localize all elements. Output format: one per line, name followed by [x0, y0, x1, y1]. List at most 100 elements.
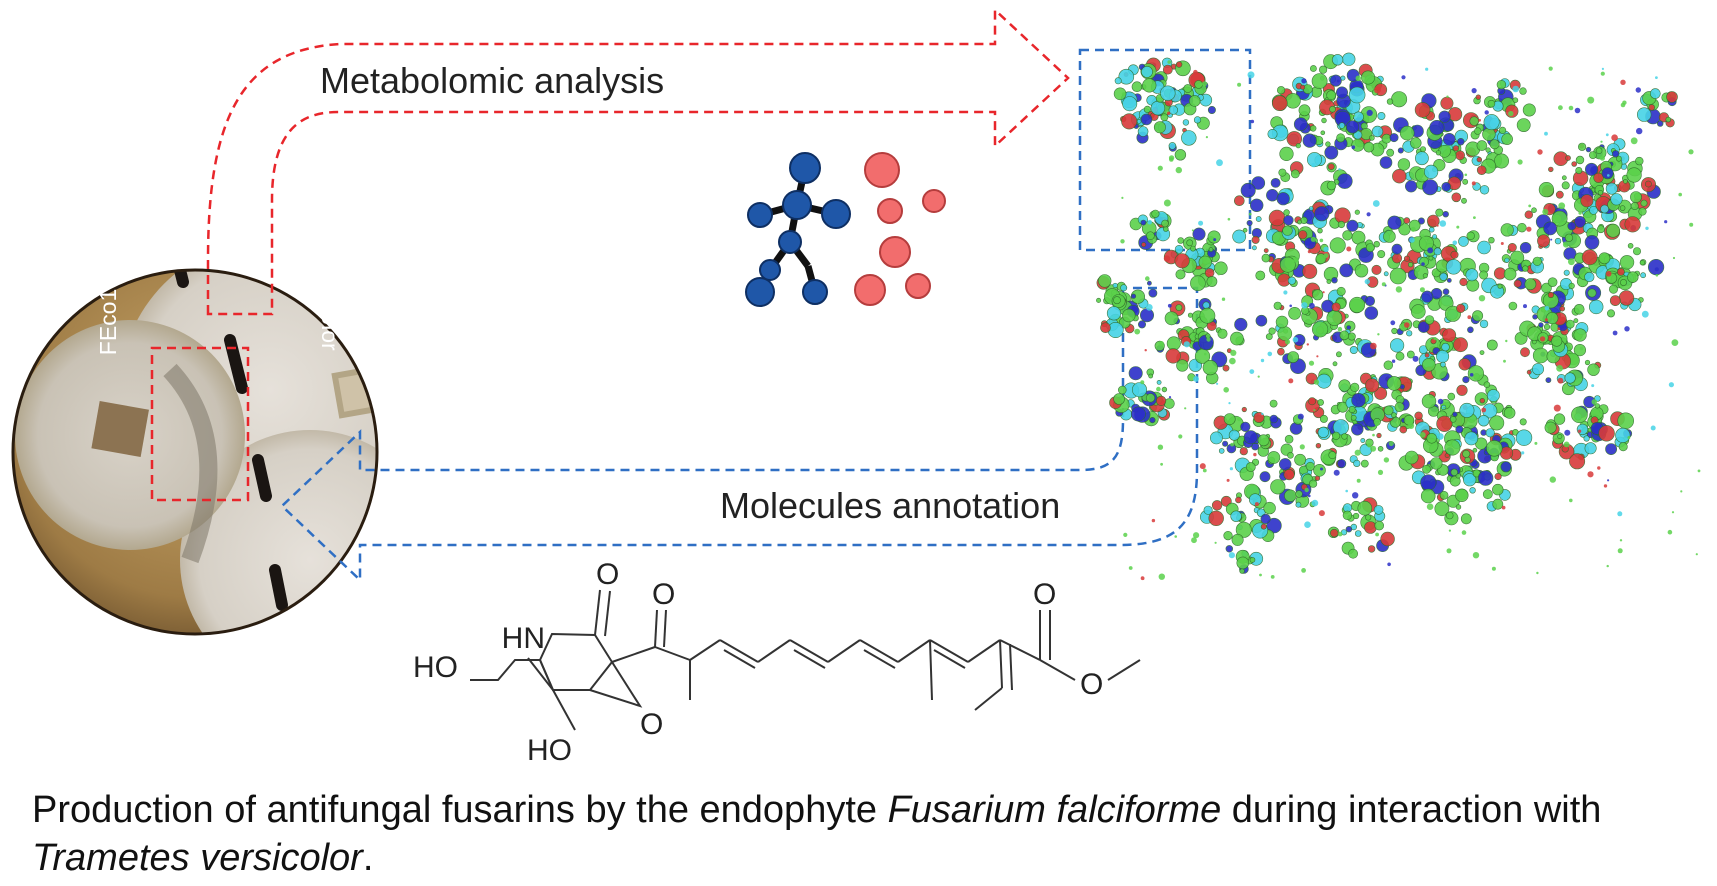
network-node	[1492, 498, 1504, 510]
network-node	[1342, 510, 1353, 520]
network-node	[1351, 138, 1365, 152]
network-node	[1377, 469, 1384, 475]
network-node	[1183, 84, 1193, 93]
network-node	[1571, 161, 1577, 167]
atom-ho-bottom: HO	[527, 734, 572, 767]
molecular-network-icon	[745, 152, 946, 307]
network-node	[1409, 237, 1415, 243]
network-node	[1145, 304, 1153, 311]
network-node	[1620, 102, 1626, 108]
network-node	[1308, 397, 1317, 406]
network-node	[1477, 470, 1494, 486]
network-node	[1403, 255, 1411, 262]
network-node	[1336, 86, 1349, 99]
atom-o-epoxide: O	[640, 708, 663, 741]
network-node	[1287, 351, 1299, 363]
network-node	[1678, 192, 1682, 197]
network-node	[1473, 216, 1476, 220]
network-node	[1191, 229, 1194, 232]
network-node	[1282, 225, 1293, 236]
network-node	[1517, 223, 1527, 233]
network-node	[1522, 103, 1536, 117]
network-node	[1311, 321, 1329, 338]
network-node	[1449, 415, 1457, 423]
network-node	[1222, 364, 1230, 372]
network-node	[1270, 575, 1275, 579]
network-node	[1562, 241, 1570, 248]
network-node	[1589, 151, 1597, 159]
network-node	[1496, 79, 1507, 90]
network-node	[1253, 411, 1265, 423]
network-node	[1257, 434, 1270, 447]
network-node	[1290, 169, 1300, 179]
network-node	[1476, 140, 1488, 151]
network-node	[1140, 380, 1145, 385]
network-node	[1147, 280, 1152, 286]
network-node	[1251, 176, 1266, 190]
network-node	[1557, 433, 1563, 439]
selected-cluster-box	[1078, 48, 1252, 252]
epoxide-ring	[589, 661, 643, 708]
network-node	[1491, 566, 1496, 571]
network-node	[1588, 299, 1604, 315]
network-node	[1626, 167, 1642, 183]
network-node	[1406, 330, 1413, 337]
network-node	[1538, 182, 1554, 198]
network-node	[1478, 295, 1486, 302]
network-node	[1261, 412, 1264, 416]
network-node	[1121, 196, 1124, 199]
network-node	[1366, 212, 1371, 217]
network-node	[1319, 414, 1328, 423]
network-node	[1206, 337, 1211, 342]
network-node	[1398, 223, 1411, 236]
network-node	[1618, 290, 1635, 306]
network-node	[1166, 336, 1181, 351]
network-node	[1379, 156, 1393, 169]
network-node	[1333, 469, 1340, 476]
network-node	[1607, 479, 1610, 482]
network-node	[1097, 274, 1112, 288]
network-node	[1520, 347, 1530, 358]
network-node	[1272, 95, 1288, 111]
molecular-network-map	[1096, 52, 1701, 581]
network-node	[1213, 238, 1217, 242]
network-node	[1618, 442, 1628, 452]
network-node	[1255, 216, 1262, 222]
network-node	[1583, 435, 1590, 442]
network-node	[1587, 471, 1594, 478]
network-node	[1168, 396, 1172, 399]
network-node	[1178, 434, 1183, 439]
network-node	[1155, 395, 1167, 407]
network-node	[1322, 291, 1325, 294]
network-node	[1573, 318, 1579, 324]
network-node	[1208, 247, 1214, 252]
network-node	[1609, 284, 1619, 294]
network-node	[1494, 472, 1502, 481]
network-node	[1164, 311, 1179, 326]
network-node	[1297, 413, 1304, 420]
network-node	[1445, 259, 1462, 275]
network-node	[1524, 278, 1537, 291]
network-node	[1374, 86, 1381, 94]
network-node	[1353, 114, 1356, 117]
network-node	[1245, 462, 1256, 472]
network-node	[1364, 306, 1379, 320]
network-node	[1136, 119, 1142, 124]
metabolomic-analysis-arrow	[150, 7, 1070, 502]
network-node	[1422, 464, 1431, 474]
network-node	[1455, 488, 1469, 502]
network-node	[1210, 431, 1223, 445]
network-node	[1232, 229, 1247, 244]
network-node	[1121, 92, 1126, 96]
network-node	[1306, 343, 1310, 346]
network-node	[1587, 288, 1597, 298]
network-node	[1240, 421, 1251, 432]
network-node	[1620, 278, 1628, 286]
network-node	[1377, 112, 1386, 121]
network-node	[1422, 179, 1439, 196]
agar-plug-left	[91, 401, 149, 457]
network-node	[1486, 440, 1503, 457]
network-node	[1317, 426, 1329, 439]
atom-o-ketone: O	[652, 578, 675, 611]
network-node	[1654, 267, 1659, 272]
